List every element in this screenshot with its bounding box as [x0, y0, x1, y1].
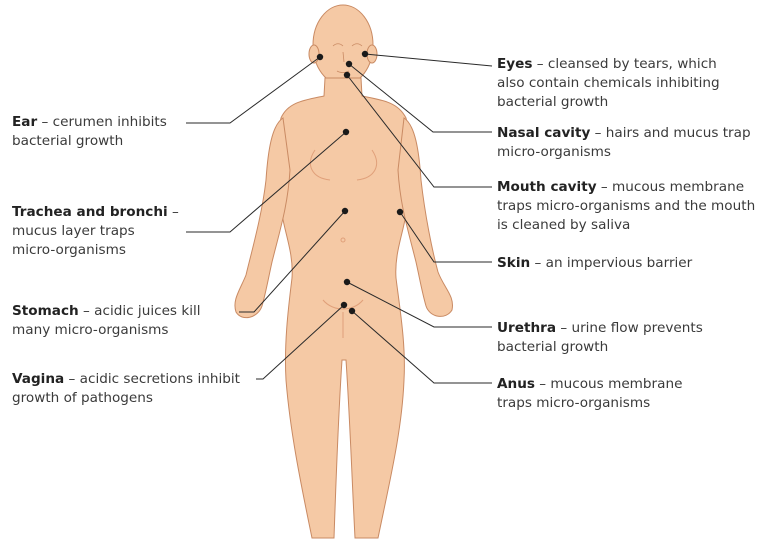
- stomach-text-2: many micro-organisms: [12, 321, 201, 340]
- ear-term: Ear: [12, 114, 37, 130]
- vagina-label: Vagina – acidic secretions inhibit growt…: [12, 370, 240, 408]
- trachea-text-2: mucus layer traps: [12, 222, 179, 241]
- skin-dot: [397, 209, 403, 215]
- skin-term: Skin: [497, 255, 530, 271]
- anus-text-1: – mucous membrane: [535, 376, 682, 392]
- skin-text-1: – an impervious barrier: [530, 255, 692, 271]
- vagina-text-1: – acidic secretions inhibit: [64, 371, 240, 387]
- mouth-text-1: – mucous membrane: [597, 179, 744, 195]
- ear-dot: [317, 54, 323, 60]
- urethra-text-1: – urine flow prevents: [556, 320, 703, 336]
- vagina-term: Vagina: [12, 371, 64, 387]
- eyes-label: Eyes – cleansed by tears, which also con…: [497, 55, 720, 112]
- nasal-term: Nasal cavity: [497, 125, 590, 141]
- ear-text-1: – cerumen inhibits: [37, 114, 167, 130]
- urethra-dot: [344, 279, 350, 285]
- eyes-text-3: bacterial growth: [497, 93, 720, 112]
- anus-dot: [349, 308, 355, 314]
- eyes-text-2: also contain chemicals inhibiting: [497, 74, 720, 93]
- trachea-text-3: micro-organisms: [12, 241, 179, 260]
- trachea-dot: [343, 129, 349, 135]
- human-figure: [235, 5, 453, 538]
- nasal-label: Nasal cavity – hairs and mucus trap micr…: [497, 124, 751, 162]
- stomach-term: Stomach: [12, 303, 79, 319]
- anus-term: Anus: [497, 376, 535, 392]
- mouth-dot: [344, 72, 350, 78]
- mouth-text-3: is cleaned by saliva: [497, 216, 755, 235]
- mouth-label: Mouth cavity – mucous membrane traps mic…: [497, 178, 755, 235]
- trachea-text-1: –: [168, 204, 179, 220]
- stomach-dot: [342, 208, 348, 214]
- trachea-label: Trachea and bronchi – mucus layer traps …: [12, 203, 179, 260]
- eyes-term: Eyes: [497, 56, 532, 72]
- vagina-text-2: growth of pathogens: [12, 389, 240, 408]
- eyes-text-1: – cleansed by tears, which: [532, 56, 716, 72]
- anus-label: Anus – mucous membrane traps micro-organ…: [497, 375, 682, 413]
- nasal-text-1: – hairs and mucus trap: [590, 125, 750, 141]
- stomach-label: Stomach – acidic juices kill many micro-…: [12, 302, 201, 340]
- mouth-text-2: traps micro-organisms and the mouth: [497, 197, 755, 216]
- mouth-term: Mouth cavity: [497, 179, 597, 195]
- trachea-term: Trachea and bronchi: [12, 204, 168, 220]
- skin-label: Skin – an impervious barrier: [497, 254, 692, 273]
- urethra-term: Urethra: [497, 320, 556, 336]
- urethra-text-2: bacterial growth: [497, 338, 703, 357]
- ear-label: Ear – cerumen inhibits bacterial growth: [12, 113, 167, 151]
- nasal-text-2: micro-organisms: [497, 143, 751, 162]
- anus-text-2: traps micro-organisms: [497, 394, 682, 413]
- vagina-dot: [341, 302, 347, 308]
- ear-text-2: bacterial growth: [12, 132, 167, 151]
- eyes-leader-line: [365, 54, 492, 66]
- eyes-dot: [362, 51, 368, 57]
- stomach-text-1: – acidic juices kill: [79, 303, 201, 319]
- urethra-label: Urethra – urine flow prevents bacterial …: [497, 319, 703, 357]
- nasal-dot: [346, 61, 352, 67]
